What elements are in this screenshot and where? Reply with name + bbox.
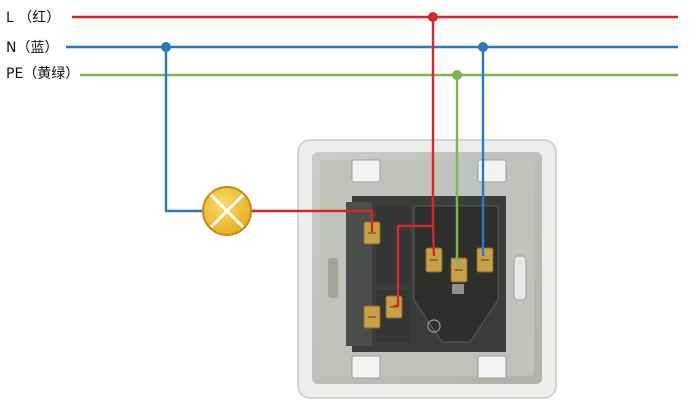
switch-socket-panel — [297, 139, 557, 399]
junction-neutral-lamp — [161, 42, 171, 52]
lamp-icon — [202, 186, 252, 236]
junction-live — [428, 12, 438, 22]
side-slot-right — [513, 255, 527, 301]
side-slot-left — [328, 258, 338, 298]
mount-clip-bottom-right — [477, 355, 507, 379]
switch-terminal-housing — [376, 206, 410, 284]
branch-wires — [164, 17, 485, 308]
label-neutral: N（蓝） — [6, 40, 59, 56]
junction-dots — [161, 12, 488, 80]
mount-clip-top-left — [351, 159, 381, 183]
ground-symbol-icon — [427, 319, 441, 333]
mount-clip-top-right — [477, 159, 507, 183]
wire-neutral-to-lamp — [164, 47, 204, 213]
wire-live-to-socket — [431, 17, 436, 257]
label-live: L （红） — [6, 10, 61, 26]
wire-lamp-to-switch — [250, 209, 374, 232]
junction-neutral-socket — [478, 42, 488, 52]
wire-live-to-switch-out — [394, 224, 433, 308]
bus-lines — [66, 15, 678, 77]
earth-marker — [452, 284, 464, 294]
label-earth: PE（黄绿） — [6, 66, 80, 82]
junction-earth — [452, 70, 462, 80]
mount-clip-bottom-left — [351, 355, 381, 379]
